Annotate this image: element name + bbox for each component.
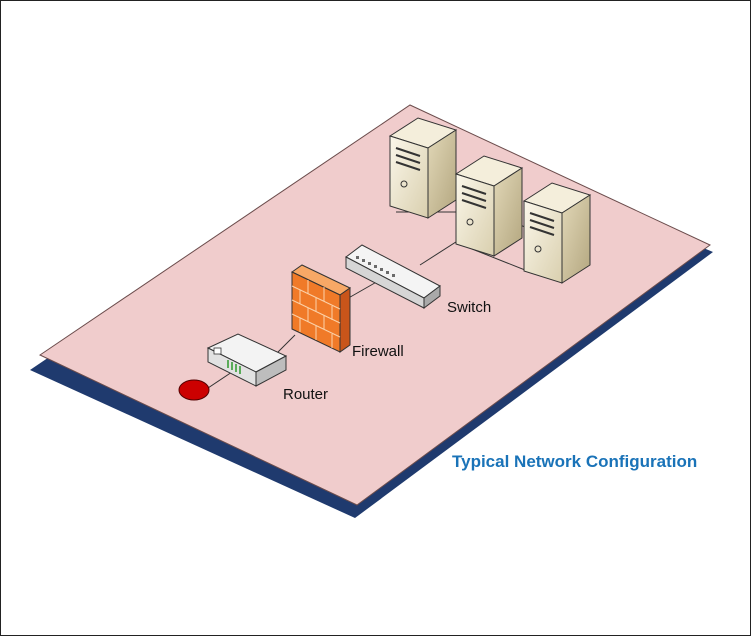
connection-point-icon: [178, 379, 210, 401]
switch-icon: [345, 244, 441, 309]
firewall-icon: [291, 264, 351, 353]
link-endpoint-router: [204, 371, 233, 391]
diagram-caption: Typical Network Configuration: [452, 452, 698, 471]
server-icon: [454, 155, 524, 257]
server-icon: [388, 117, 458, 219]
server-icon: [522, 182, 592, 284]
switch-label: Switch: [447, 299, 492, 316]
platform-top: [38, 104, 711, 506]
link-firewall-switch: [344, 279, 381, 301]
router-icon: [206, 333, 288, 387]
firewall-label: Firewall: [352, 343, 404, 360]
router-label: Router: [283, 386, 329, 403]
